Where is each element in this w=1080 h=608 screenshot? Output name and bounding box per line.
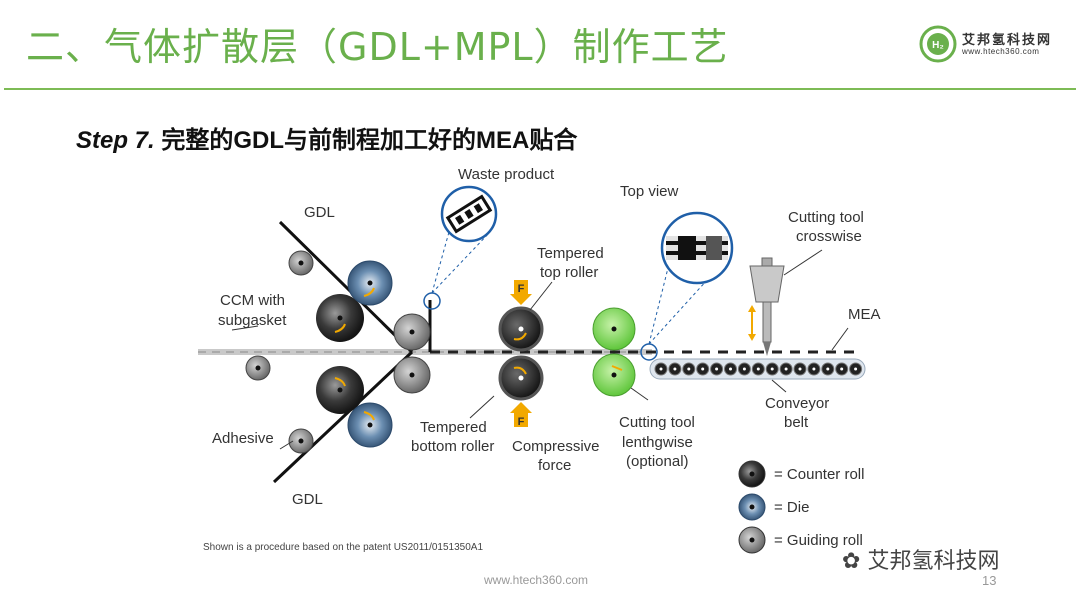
label-ccm-2: subgasket bbox=[218, 312, 287, 329]
belt-roller-hub bbox=[798, 367, 802, 371]
wechat-icon: ✿ bbox=[842, 549, 868, 574]
legend-guiding-roll: = Guiding roll bbox=[774, 532, 863, 549]
label-cutting-lengthwise-2: lenthgwise bbox=[622, 434, 693, 451]
title-divider bbox=[4, 88, 1076, 90]
label-cutting-lengthwise-1: Cutting tool bbox=[619, 414, 695, 431]
cutting-roller-bottom bbox=[592, 353, 636, 397]
pointer-lines bbox=[231, 249, 849, 450]
force-arrow-top: F bbox=[510, 280, 532, 305]
company-logo: H₂ 艾邦氢科技网 www.htech360.com bbox=[918, 24, 1068, 64]
force-letter-top: F bbox=[518, 283, 525, 295]
label-tempered-bottom-2: bottom roller bbox=[411, 438, 494, 455]
force-letter-bottom: F bbox=[518, 416, 525, 428]
belt-roller-hub bbox=[729, 367, 732, 371]
belt-roller-hub bbox=[659, 367, 663, 371]
label-gdl-bottom: GDL bbox=[292, 491, 323, 508]
label-ccm-1: CCM with bbox=[220, 292, 285, 309]
step-text: 完整的GDL与前制程加工好的MEA贴合 bbox=[154, 127, 578, 154]
label-conveyor-2: belt bbox=[784, 414, 809, 431]
die-bottom bbox=[347, 402, 393, 448]
label-gdl-top: GDL bbox=[304, 204, 335, 221]
belt-roller-hub bbox=[770, 367, 774, 371]
tempered-bottom-roller bbox=[498, 355, 544, 401]
conveyor-belt bbox=[649, 358, 866, 380]
label-compressive-2: force bbox=[538, 457, 571, 474]
die-icon bbox=[738, 493, 766, 521]
legend-counter-roll: = Counter roll bbox=[774, 466, 864, 483]
label-cutting-lengthwise-3: (optional) bbox=[626, 453, 689, 470]
watermark-text: 艾邦氢科技网 bbox=[867, 549, 1000, 574]
guiding-roll-merge-top bbox=[393, 313, 431, 351]
belt-roller-hub bbox=[854, 367, 858, 371]
guiding-roll-top bbox=[288, 250, 314, 276]
guiding-roll-bottom bbox=[288, 428, 314, 454]
gdl-web-bottom bbox=[272, 350, 414, 484]
label-tempered-top-1: Tempered bbox=[537, 245, 604, 262]
step-prefix: Step 7. bbox=[76, 127, 155, 154]
belt-roller-hub bbox=[701, 367, 705, 371]
counter-roll-icon bbox=[738, 460, 766, 488]
legend: = Counter roll = Die = Guiding roll bbox=[738, 460, 864, 554]
label-mea: MEA bbox=[848, 306, 881, 323]
guiding-roll-merge-bottom bbox=[393, 356, 431, 394]
legend-die: = Die bbox=[774, 499, 809, 516]
page-number: 13 bbox=[982, 573, 997, 588]
belt-roller-hub bbox=[715, 367, 719, 371]
label-tempered-top-2: top roller bbox=[540, 264, 598, 281]
belt-roller-hub bbox=[812, 367, 816, 371]
waste-product-callout bbox=[423, 185, 498, 310]
step-heading: Step 7. 完整的GDL与前制程加工好的MEA贴合 bbox=[76, 120, 577, 155]
label-tempered-bottom-1: Tempered bbox=[420, 419, 487, 436]
belt-roller-hub bbox=[756, 367, 760, 371]
logo-name: 艾邦氢科技网 bbox=[962, 32, 1053, 47]
label-adhesive: Adhesive bbox=[212, 430, 274, 447]
belt-roller-hub bbox=[687, 367, 691, 371]
watermark: ✿ 艾邦氢科技网 bbox=[842, 543, 999, 575]
label-conveyor-1: Conveyor bbox=[765, 395, 829, 412]
diagram-labels: GDL Waste product Top view Cutting tool … bbox=[212, 166, 881, 508]
crosswise-cutting-tool bbox=[748, 257, 785, 356]
force-arrow-bottom: F bbox=[510, 402, 532, 428]
page-title: 二、气体扩散层（GDL+MPL）制作工艺 bbox=[26, 25, 729, 69]
counter-roll-bottom bbox=[316, 366, 364, 414]
svg-text:H₂: H₂ bbox=[932, 40, 944, 51]
die-top bbox=[347, 260, 393, 306]
patent-caption: Shown is a procedure based on the patent… bbox=[203, 542, 484, 553]
belt-roller-hub bbox=[826, 367, 830, 371]
guiding-roll-ccm bbox=[245, 355, 271, 381]
logo-icon: H₂ bbox=[919, 25, 957, 63]
logo-url: www.htech360.com bbox=[962, 47, 1040, 56]
label-cutting-crosswise-1: Cutting tool bbox=[788, 209, 864, 226]
label-compressive-1: Compressive bbox=[512, 438, 600, 455]
belt-roller-hub bbox=[673, 367, 677, 371]
guiding-roll-icon bbox=[738, 526, 766, 554]
footer-url: www.htech360.com bbox=[484, 573, 589, 587]
cutting-roller-top bbox=[592, 307, 636, 351]
label-top-view: Top view bbox=[620, 183, 679, 200]
top-view-callout bbox=[640, 211, 734, 361]
belt-roller-hub bbox=[840, 367, 844, 371]
counter-roll-top bbox=[316, 294, 364, 342]
label-waste-product: Waste product bbox=[458, 166, 555, 183]
label-cutting-crosswise-2: crosswise bbox=[796, 228, 862, 245]
tempered-top-roller bbox=[498, 306, 544, 352]
belt-roller-hub bbox=[742, 367, 746, 371]
belt-roller-hub bbox=[784, 367, 788, 371]
